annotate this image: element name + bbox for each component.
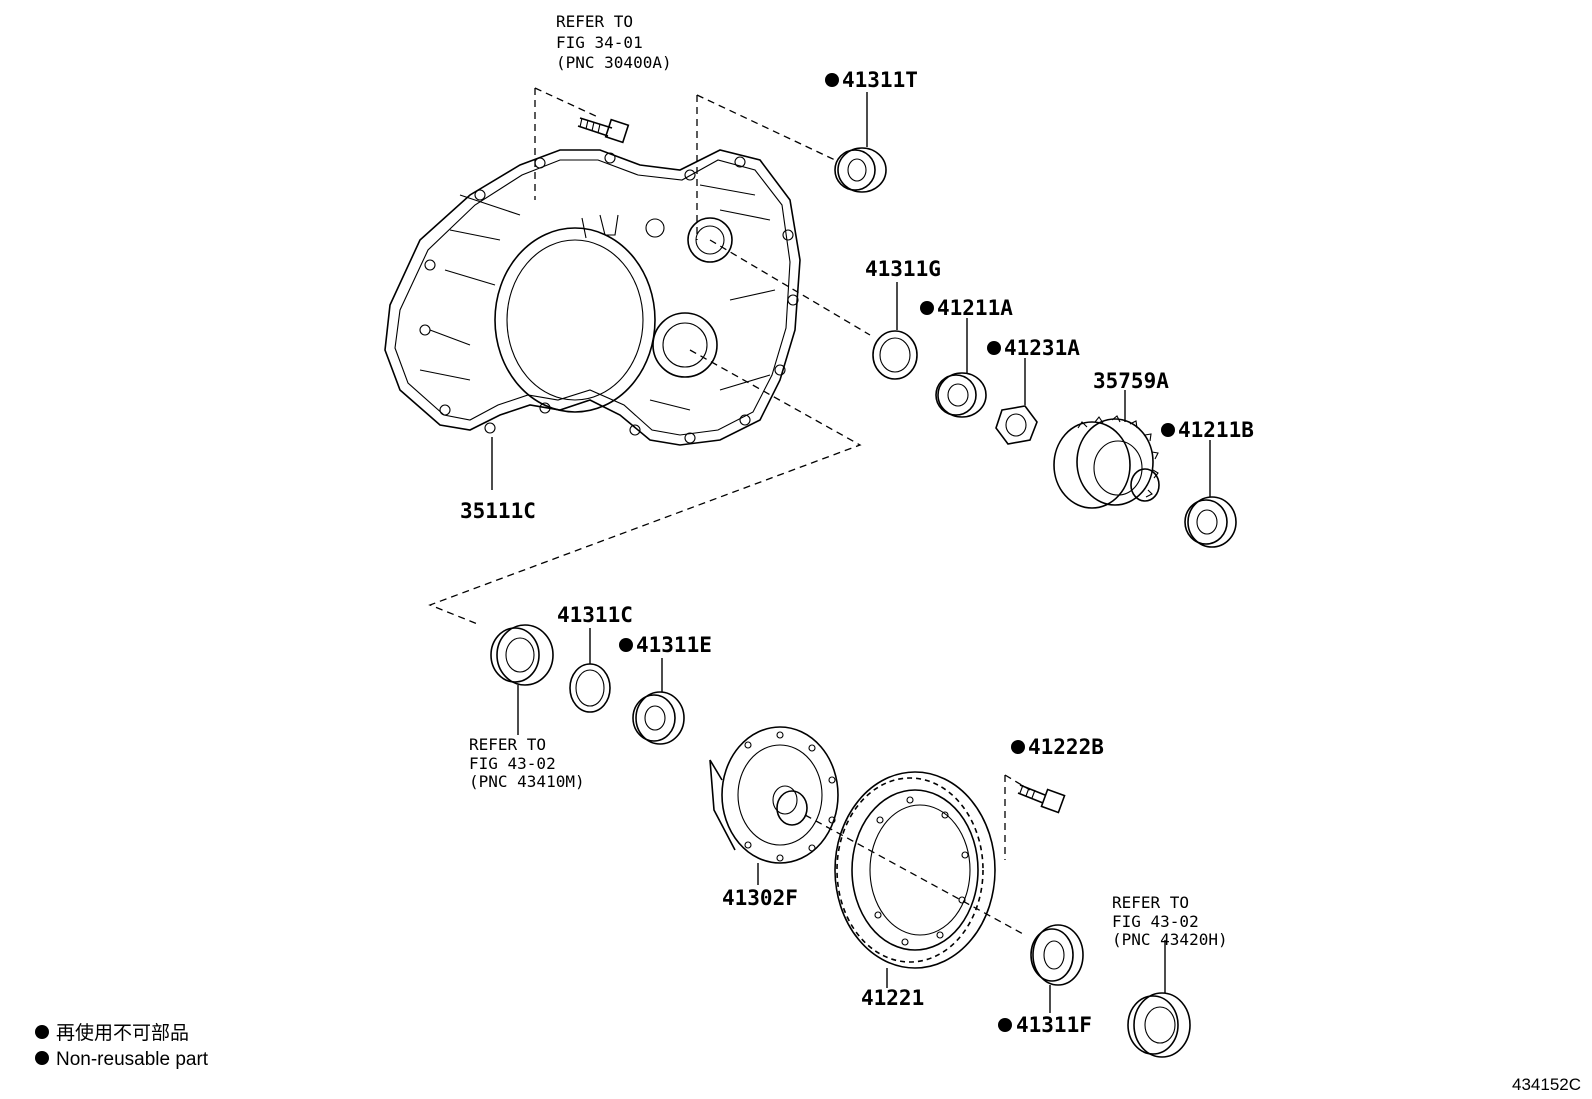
reference-note-fig-43-02-43420H: REFER TO FIG 43-02 (PNC 43420H)	[1112, 893, 1228, 949]
nut-41231A[interactable]	[995, 405, 1038, 445]
svg-text:REFER TO: REFER TO	[1112, 893, 1189, 912]
oil-seal-41311T[interactable]	[834, 147, 887, 193]
label-41222B: 41222B	[1028, 735, 1104, 759]
svg-text:FIG 43-02: FIG 43-02	[469, 754, 556, 773]
non-reusable-marker	[619, 638, 633, 652]
ring-gear-41221[interactable]	[834, 771, 996, 969]
label-41311T: 41311T	[842, 68, 918, 92]
legend-text-jp: 再使用不可部品	[56, 1022, 189, 1044]
legend: 再使用不可部品 Non-reusable part	[35, 1022, 209, 1070]
label-41311G: 41311G	[865, 257, 941, 281]
non-reusable-marker	[987, 341, 1001, 355]
label-41311F: 41311F	[1016, 1013, 1092, 1037]
svg-text:(PNC 43410M): (PNC 43410M)	[469, 772, 585, 791]
svg-text:(PNC 30400A): (PNC 30400A)	[556, 53, 672, 72]
housing-bolt[interactable]	[577, 117, 630, 144]
non-reusable-marker	[1161, 423, 1175, 437]
bearing-41311F[interactable]	[1030, 924, 1084, 986]
label-41311C: 41311C	[557, 603, 633, 627]
bearing-41211A[interactable]	[935, 372, 987, 418]
label-35759A: 35759A	[1093, 369, 1169, 393]
label-41231A: 41231A	[1004, 336, 1080, 360]
non-reusable-marker	[920, 301, 934, 315]
svg-text:REFER TO: REFER TO	[556, 12, 633, 31]
legend-text-en: Non-reusable part	[56, 1049, 209, 1070]
non-reusable-marker	[1011, 740, 1025, 754]
reference-note-fig-43-02-43410M: REFER TO FIG 43-02 (PNC 43410M)	[469, 735, 585, 791]
svg-text:FIG 43-02: FIG 43-02	[1112, 912, 1199, 931]
guide-line-ref-top	[534, 87, 601, 200]
oil-seal-ref-43420H[interactable]	[1127, 992, 1191, 1058]
guide-line-diff-axis	[804, 814, 1026, 936]
reference-note-fig-34-01: REFER TO FIG 34-01 (PNC 30400A)	[556, 12, 672, 72]
bearing-41211B[interactable]	[1184, 496, 1237, 548]
legend-marker-jp	[35, 1025, 49, 1039]
label-41302F: 41302F	[722, 886, 798, 910]
label-41211B: 41211B	[1178, 418, 1254, 442]
gear-35759A[interactable]	[1053, 415, 1160, 509]
shim-41311G[interactable]	[872, 330, 918, 380]
label-41221: 41221	[861, 986, 924, 1010]
non-reusable-marker	[825, 73, 839, 87]
svg-text:FIG 34-01: FIG 34-01	[556, 33, 643, 52]
guide-line-housing-diff	[428, 349, 862, 626]
svg-text:REFER TO: REFER TO	[469, 735, 546, 754]
guide-line-bolt	[1004, 774, 1031, 860]
label-35111C: 35111C	[460, 499, 536, 523]
guide-line-bearing-axis	[709, 239, 871, 336]
oil-seal-ref-43410M[interactable]	[490, 624, 554, 686]
transaxle-housing[interactable]	[384, 149, 801, 446]
non-reusable-marker	[998, 1018, 1012, 1032]
guide-line-housing-seal	[696, 94, 836, 240]
label-41211A: 41211A	[937, 296, 1013, 320]
legend-marker-en	[35, 1051, 49, 1065]
bolt-41222B[interactable]	[1017, 784, 1066, 814]
label-41311E: 41311E	[636, 633, 712, 657]
shim-41311C[interactable]	[569, 663, 611, 713]
figure-id: 434152C	[1512, 1075, 1581, 1094]
bearing-41311E[interactable]	[632, 691, 685, 745]
svg-text:(PNC 43420H): (PNC 43420H)	[1112, 930, 1228, 949]
differential-case-41302F[interactable]	[709, 726, 839, 864]
